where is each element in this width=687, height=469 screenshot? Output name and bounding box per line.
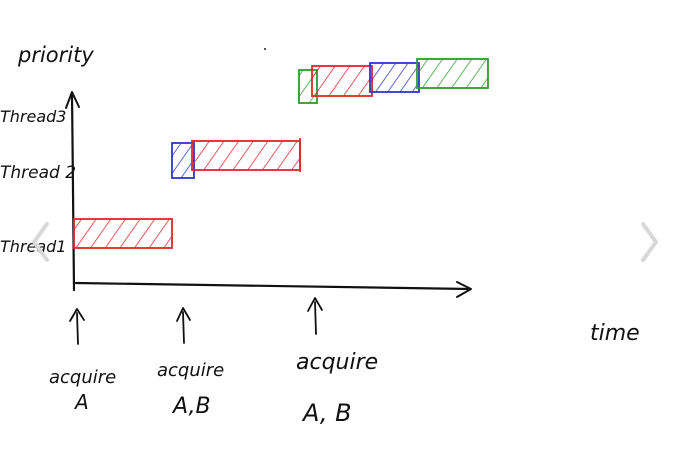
x-axis-label: time: [590, 321, 640, 346]
chevron-left-icon: [32, 222, 49, 262]
event-2-line2: A,B: [171, 394, 211, 419]
event-arrow-1: [69, 308, 85, 345]
previous-arrow-button[interactable]: [24, 214, 58, 270]
x-axis-arrowhead: [456, 281, 472, 298]
thread2-label: Thread 2: [0, 163, 76, 183]
chevron-right-icon: [641, 222, 658, 262]
event-1-line1: acquire: [49, 367, 116, 388]
thread1-bar: [73, 218, 173, 249]
thread3-segment-blue: [369, 62, 420, 93]
event-arrow-3: [307, 297, 323, 335]
thread1-label: Thread1: [0, 237, 66, 256]
next-arrow-button[interactable]: [632, 214, 666, 270]
x-axis: [74, 281, 472, 291]
event-arrow-2: [176, 307, 191, 344]
event-3-line1: acquire: [296, 350, 378, 375]
y-axis-label: priority: [17, 43, 94, 67]
thread3-segment-green-end: [416, 58, 489, 89]
thread1-segment-red: [73, 218, 173, 249]
thread3-segment-red: [311, 65, 373, 97]
event-2-line1: acquire: [157, 360, 224, 381]
y-axis-arrowhead: [65, 91, 80, 109]
thread2-segment-red: [191, 140, 301, 171]
thread3-bar: [298, 58, 489, 104]
y-axis: [70, 94, 76, 292]
event-3-line2: A, B: [301, 399, 352, 427]
event-1-line2: A: [73, 390, 89, 414]
thread2-segment-blue: [171, 142, 195, 179]
thread2-bar: [171, 138, 301, 179]
ink-dot: [263, 47, 267, 51]
thread3-label: Thread3: [0, 107, 66, 126]
